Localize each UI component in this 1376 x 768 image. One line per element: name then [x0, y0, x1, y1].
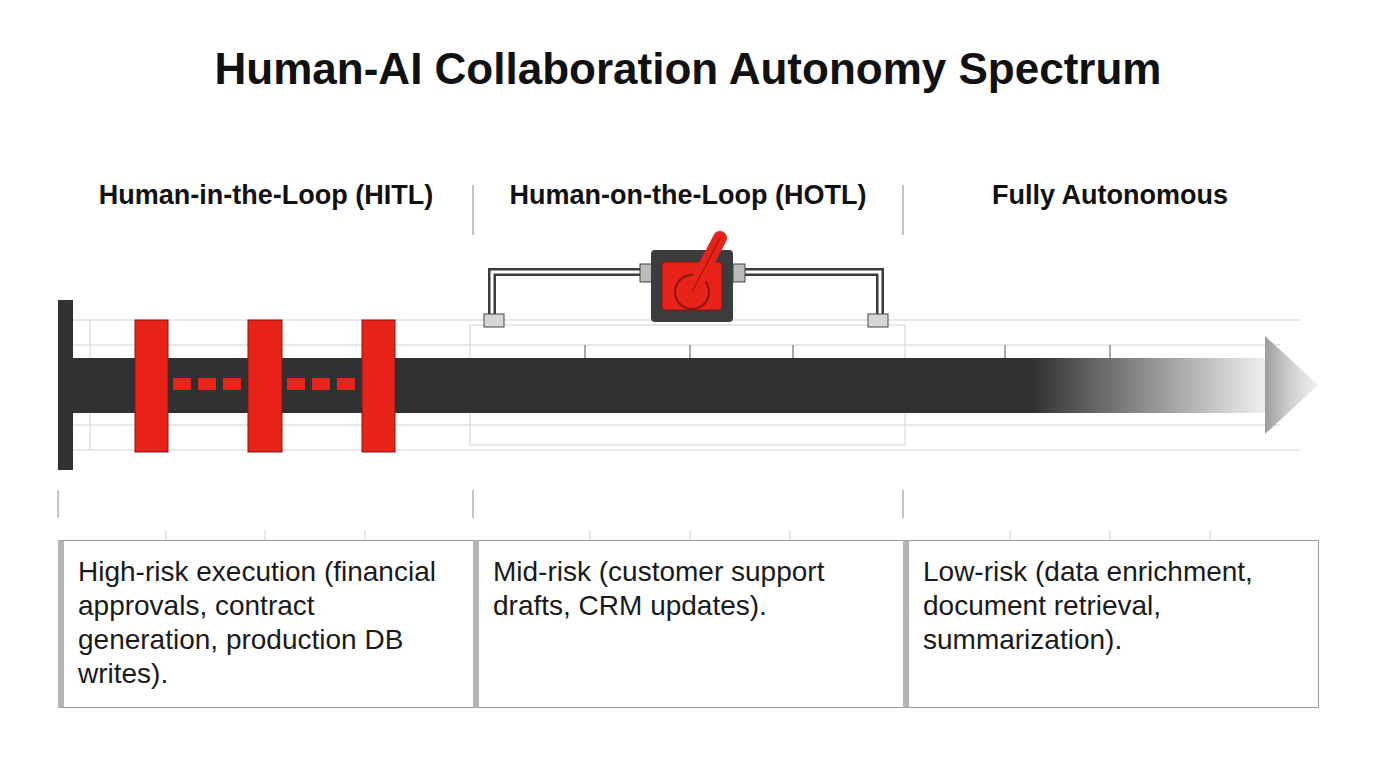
column-heading: Human-in-the-Loop (HITL): [99, 180, 433, 211]
risk-description: High-risk execution (financial approvals…: [64, 541, 473, 705]
column-heading: Human-on-the-Loop (HOTL): [510, 180, 867, 211]
risk-box: Low-risk (data enrichment, document retr…: [903, 540, 1319, 708]
diagram-title: Human-AI Collaboration Autonomy Spectrum: [215, 44, 1162, 94]
risk-description: Mid-risk (customer support drafts, CRM u…: [479, 541, 903, 637]
risk-description: Low-risk (data enrichment, document retr…: [909, 541, 1318, 671]
risk-box: High-risk execution (financial approvals…: [58, 540, 474, 708]
risk-box: Mid-risk (customer support drafts, CRM u…: [473, 540, 904, 708]
column-heading: Fully Autonomous: [992, 180, 1228, 211]
